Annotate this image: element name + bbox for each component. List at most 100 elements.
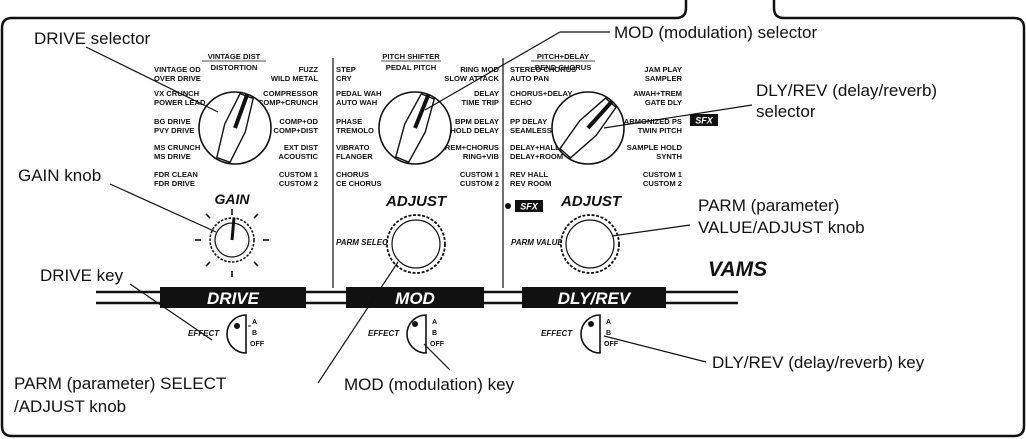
gain-label: GAIN bbox=[215, 191, 251, 207]
svg-text:PVY DRIVE: PVY DRIVE bbox=[154, 126, 194, 135]
dly-adjust-label: ADJUST bbox=[560, 193, 623, 210]
callout-labels: DRIVE selector MOD (modulation) selector… bbox=[14, 23, 937, 416]
svg-text:CUSTOM 2: CUSTOM 2 bbox=[643, 179, 682, 188]
svg-text:BG DRIVE: BG DRIVE bbox=[154, 117, 191, 126]
svg-text:SAMPLE HOLD: SAMPLE HOLD bbox=[627, 143, 683, 152]
gain-tick-marks bbox=[195, 209, 269, 277]
parm-select-callout-line2: /ADJUST knob bbox=[14, 397, 126, 416]
svg-text:B: B bbox=[252, 330, 257, 337]
svg-text:CE CHORUS: CE CHORUS bbox=[336, 179, 382, 188]
drive-selector-callout: DRIVE selector bbox=[34, 29, 151, 48]
svg-text:OFF: OFF bbox=[250, 341, 265, 348]
leader-lines bbox=[85, 31, 753, 384]
svg-text:COMP+OD: COMP+OD bbox=[279, 117, 318, 126]
mod-key[interactable]: EFFECT A B OFF bbox=[368, 314, 445, 354]
svg-text:VIBRATO: VIBRATO bbox=[336, 143, 370, 152]
svg-text:SFX: SFX bbox=[695, 116, 714, 126]
dly-selector-callout-line2: selector bbox=[756, 102, 816, 121]
svg-text:OFF: OFF bbox=[604, 341, 619, 348]
svg-text:MS DRIVE: MS DRIVE bbox=[154, 152, 191, 161]
dly-effect-label: EFFECT bbox=[541, 329, 573, 338]
svg-text:STEP: STEP bbox=[336, 65, 356, 74]
dly-rev-key[interactable]: EFFECT A B OFF bbox=[541, 314, 619, 354]
parm-select-callout-line1: PARM (parameter) SELECT bbox=[14, 374, 226, 393]
svg-text:SAMPLER: SAMPLER bbox=[645, 74, 683, 83]
svg-text:BPM DELAY: BPM DELAY bbox=[455, 117, 499, 126]
drive-key[interactable]: EFFECT A B OFF bbox=[188, 314, 265, 354]
dly-right-labels: JAM PLAY SAMPLER AWAH+TREM GATE DLY HARM… bbox=[618, 65, 682, 188]
svg-text:DELAY+ROOM: DELAY+ROOM bbox=[510, 152, 563, 161]
mod-key-body bbox=[406, 314, 427, 354]
outer-frame-top bbox=[0, 0, 688, 29]
svg-text:CUSTOM 2: CUSTOM 2 bbox=[279, 179, 318, 188]
drive-selector[interactable]: VINTAGE DIST DISTORTION VINTAGE OD OVER … bbox=[154, 52, 319, 188]
svg-text:COMP+CRUNCH: COMP+CRUNCH bbox=[258, 98, 318, 107]
svg-text:SEAMLESS DLY: SEAMLESS DLY bbox=[510, 126, 568, 135]
svg-text:POWER LEAD: POWER LEAD bbox=[154, 98, 206, 107]
svg-text:ACOUSTIC: ACOUSTIC bbox=[278, 152, 318, 161]
dly-key-body bbox=[580, 314, 601, 354]
dly-rev-bar-label: DLY/REV bbox=[558, 289, 632, 308]
svg-text:JAM PLAY: JAM PLAY bbox=[644, 65, 682, 74]
mod-header-bottom: PEDAL PITCH bbox=[386, 63, 437, 72]
svg-text:CHORUS: CHORUS bbox=[336, 170, 369, 179]
svg-text:SFX: SFX bbox=[520, 202, 539, 212]
svg-text:TREMOLO: TREMOLO bbox=[336, 126, 374, 135]
svg-text:AWAH+TREM: AWAH+TREM bbox=[633, 89, 682, 98]
svg-text:MS CRUNCH: MS CRUNCH bbox=[154, 143, 200, 152]
svg-text:CUSTOM 1: CUSTOM 1 bbox=[460, 170, 500, 179]
parm-select-label: PARM SELECT bbox=[336, 238, 394, 247]
sfx-indicator-led bbox=[505, 203, 511, 209]
mod-selector[interactable]: PITCH SHIFTER PEDAL PITCH STEP CRY PEDAL… bbox=[336, 52, 500, 188]
svg-text:RING MOD: RING MOD bbox=[460, 65, 499, 74]
svg-text:CRY: CRY bbox=[336, 74, 352, 83]
mod-header-top: PITCH SHIFTER bbox=[382, 52, 440, 61]
drive-header-top: VINTAGE DIST bbox=[208, 52, 261, 61]
drive-key-callout: DRIVE key bbox=[40, 266, 124, 285]
mod-bar-label: MOD bbox=[395, 289, 435, 308]
mod-right-labels: RING MOD SLOW ATTACK DELAY TIME TRIP BPM… bbox=[440, 65, 500, 188]
svg-text:FLANGER: FLANGER bbox=[336, 152, 373, 161]
svg-text:FDR CLEAN: FDR CLEAN bbox=[154, 170, 198, 179]
svg-text:COMP+DIST: COMP+DIST bbox=[273, 126, 318, 135]
vams-logo: VAMS bbox=[708, 258, 767, 281]
svg-text:TWIN PITCH: TWIN PITCH bbox=[638, 126, 682, 135]
mod-bar bbox=[346, 287, 484, 308]
svg-text:AUTO WAH: AUTO WAH bbox=[336, 98, 377, 107]
parm-select-knob[interactable]: ADJUST PARM SELECT bbox=[336, 193, 448, 274]
drive-selector-pointer bbox=[233, 93, 250, 129]
dly-header-bottom: BEND CHORUS bbox=[535, 63, 592, 72]
svg-text:TIME TRIP: TIME TRIP bbox=[461, 98, 499, 107]
mod-effect-label: EFFECT bbox=[368, 329, 400, 338]
drive-bar-label: DRIVE bbox=[207, 289, 260, 308]
dly-rev-selector[interactable]: PITCH+DELAY BEND CHORUS STEREO CHORUS AU… bbox=[510, 52, 718, 188]
svg-text:SYNTH: SYNTH bbox=[656, 152, 682, 161]
svg-text:B: B bbox=[606, 330, 611, 337]
effect-bars: DRIVE MOD DLY/REV bbox=[96, 287, 738, 308]
svg-text:EXT DIST: EXT DIST bbox=[284, 143, 319, 152]
svg-text:DELAY+HALL: DELAY+HALL bbox=[510, 143, 560, 152]
drive-bar bbox=[160, 287, 306, 308]
svg-text:COMPRESSOR: COMPRESSOR bbox=[263, 89, 318, 98]
svg-text:B: B bbox=[432, 330, 437, 337]
mod-selector-callout: MOD (modulation) selector bbox=[614, 23, 817, 42]
gain-knob-callout: GAIN knob bbox=[18, 166, 101, 185]
svg-text:A: A bbox=[432, 319, 437, 326]
parm-value-knob[interactable]: SFX ADJUST PARM VALUE bbox=[505, 193, 623, 274]
mod-key-callout: MOD (modulation) key bbox=[344, 375, 515, 394]
parm-value-label: PARM VALUE bbox=[511, 238, 563, 247]
dly-sfx-badge: SFX bbox=[690, 114, 718, 126]
svg-text:REV HALL: REV HALL bbox=[510, 170, 548, 179]
gain-knob[interactable]: GAIN bbox=[195, 191, 269, 277]
dly-left-labels: STEREO CHORUS AUTO PAN CHORUS+DELAY ECHO… bbox=[510, 65, 576, 188]
dly-header-top: PITCH+DELAY bbox=[537, 52, 589, 61]
parm-value-callout-line2: VALUE/ADJUST knob bbox=[698, 218, 865, 237]
svg-text:PEDAL WAH: PEDAL WAH bbox=[336, 89, 381, 98]
parm-select-knob-body bbox=[391, 219, 441, 269]
panel-sfx-badge: SFX bbox=[515, 200, 543, 212]
dly-key-callout: DLY/REV (delay/reverb) key bbox=[712, 353, 925, 372]
svg-text:FUZZ: FUZZ bbox=[299, 65, 319, 74]
svg-text:A: A bbox=[606, 319, 611, 326]
svg-text:REV ROOM: REV ROOM bbox=[510, 179, 551, 188]
